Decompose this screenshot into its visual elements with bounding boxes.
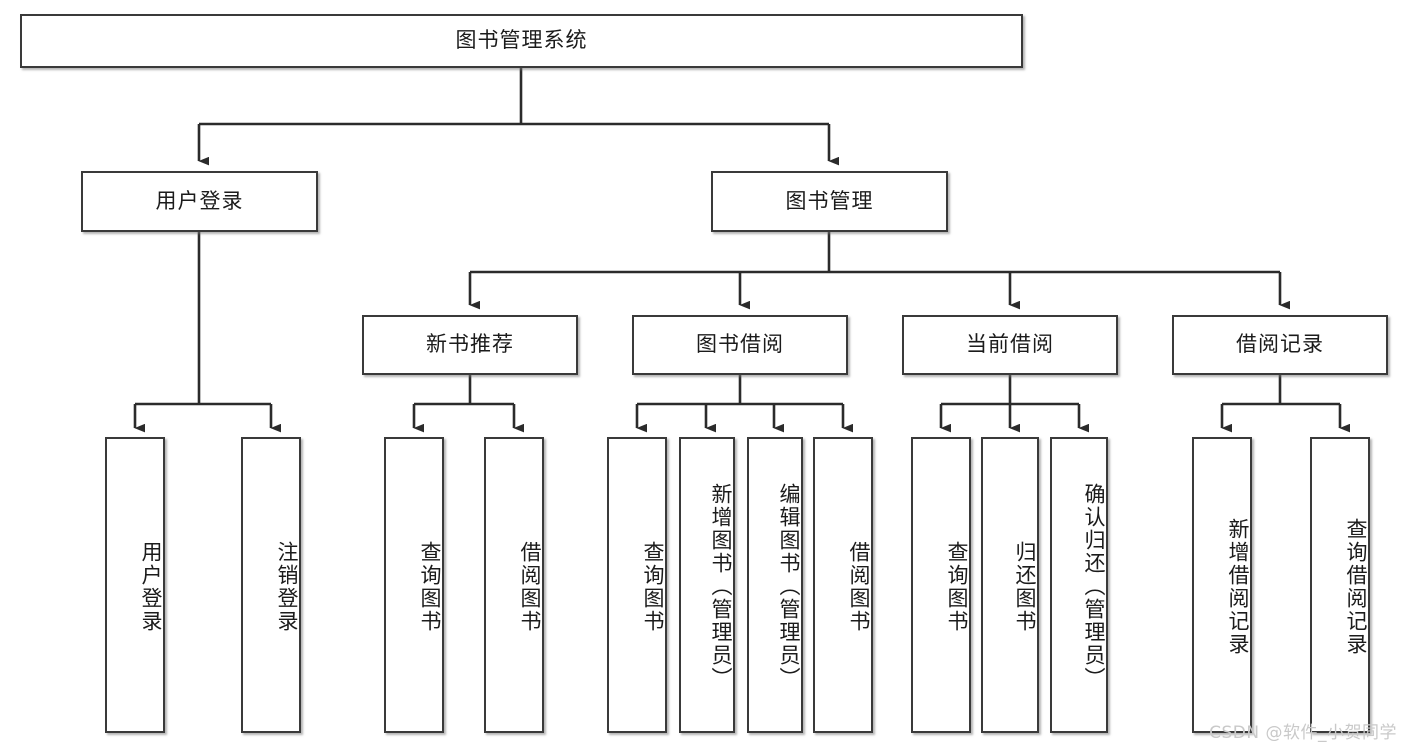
node-current-borrow[interactable]: 当前借阅	[902, 315, 1118, 375]
leaf-user-logout-label: 注销登录	[275, 541, 299, 633]
leaf-query-book-borrow[interactable]: 查询图书	[607, 437, 667, 733]
leaf-return-book-label: 归还图书	[1013, 541, 1037, 633]
leaf-query-book-recommend[interactable]: 查询图书	[384, 437, 444, 733]
node-book-management[interactable]: 图书管理	[711, 171, 948, 232]
node-new-book-recommend[interactable]: 新书推荐	[362, 315, 578, 375]
node-root-label: 图书管理系统	[455, 28, 588, 53]
node-book-borrow-label: 图书借阅	[696, 332, 784, 357]
leaf-borrow-book-borrow[interactable]: 借阅图书	[813, 437, 873, 733]
node-book-management-label: 图书管理	[785, 188, 874, 213]
leaf-query-book-current-label: 查询图书	[945, 541, 969, 633]
leaf-add-borrow-record-label: 新增借阅记录	[1226, 518, 1250, 656]
leaf-query-book-current[interactable]: 查询图书	[911, 437, 971, 733]
node-user-login-label: 用户登录	[155, 188, 244, 213]
node-borrow-record-label: 借阅记录	[1236, 332, 1324, 357]
leaf-query-book-recommend-label: 查询图书	[418, 541, 442, 633]
leaf-edit-book-label: 编辑图书（管理员）	[777, 482, 801, 690]
leaf-borrow-book-borrow-label: 借阅图书	[847, 541, 871, 633]
leaf-add-book-label: 新增图书（管理员）	[709, 482, 733, 690]
leaf-confirm-return[interactable]: 确认归还（管理员）	[1050, 437, 1108, 733]
leaf-add-borrow-record[interactable]: 新增借阅记录	[1192, 437, 1252, 733]
leaf-user-login[interactable]: 用户登录	[105, 437, 165, 733]
leaf-borrow-book-recommend-label: 借阅图书	[518, 541, 542, 633]
leaf-borrow-book-recommend[interactable]: 借阅图书	[484, 437, 544, 733]
node-borrow-record[interactable]: 借阅记录	[1172, 315, 1388, 375]
leaf-user-logout[interactable]: 注销登录	[241, 437, 301, 733]
node-current-borrow-label: 当前借阅	[966, 332, 1054, 357]
leaf-edit-book[interactable]: 编辑图书（管理员）	[747, 437, 803, 733]
node-book-borrow[interactable]: 图书借阅	[632, 315, 848, 375]
node-root[interactable]: 图书管理系统	[20, 14, 1023, 68]
leaf-query-borrow-record[interactable]: 查询借阅记录	[1310, 437, 1370, 733]
node-new-book-recommend-label: 新书推荐	[426, 332, 514, 357]
leaf-confirm-return-label: 确认归还（管理员）	[1082, 482, 1106, 690]
leaf-add-book[interactable]: 新增图书（管理员）	[679, 437, 735, 733]
leaf-query-borrow-record-label: 查询借阅记录	[1344, 518, 1368, 656]
leaf-return-book[interactable]: 归还图书	[981, 437, 1039, 733]
leaf-user-login-label: 用户登录	[139, 541, 163, 633]
leaf-query-book-borrow-label: 查询图书	[641, 541, 665, 633]
node-user-login[interactable]: 用户登录	[81, 171, 318, 232]
